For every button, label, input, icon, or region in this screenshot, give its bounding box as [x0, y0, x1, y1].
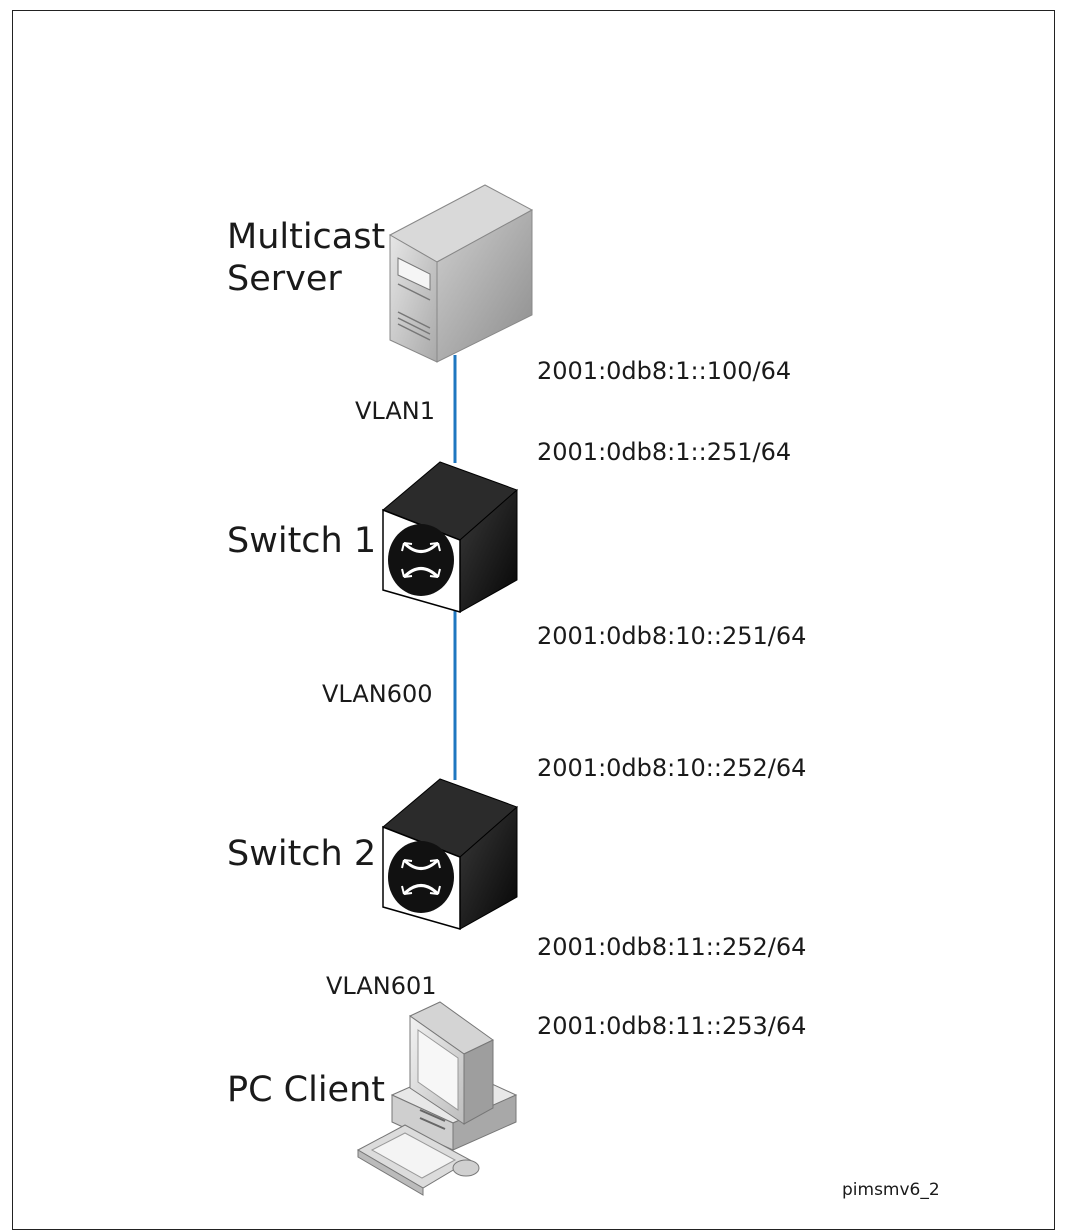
- server-label-line2: Server: [227, 259, 342, 299]
- vlan600-label: VLAN600: [322, 680, 433, 708]
- switch-icon: [382, 778, 518, 930]
- pc-client-icon: [356, 1001, 518, 1196]
- client-address: 2001:0db8:11::253/64: [537, 1012, 807, 1040]
- server-icon: [388, 184, 534, 363]
- switch2-label: Switch 2: [227, 834, 377, 874]
- switch1-vlan600-address: 2001:0db8:10::251/64: [537, 622, 807, 650]
- switch1-label: Switch 1: [227, 521, 377, 561]
- pc-client-label: PC Client: [227, 1070, 385, 1110]
- vlan601-label: VLAN601: [326, 972, 437, 1000]
- vlan1-label: VLAN1: [355, 397, 435, 425]
- switch1-vlan1-address: 2001:0db8:1::251/64: [537, 438, 792, 466]
- server-label-line1: Multicast: [227, 217, 386, 257]
- server-address: 2001:0db8:1::100/64: [537, 357, 792, 385]
- switch2-vlan601-address: 2001:0db8:11::252/64: [537, 933, 807, 961]
- switch2-vlan600-address: 2001:0db8:10::252/64: [537, 754, 807, 782]
- switch-icon: [382, 461, 518, 613]
- figure-id: pimsmv6_2: [842, 1180, 940, 1200]
